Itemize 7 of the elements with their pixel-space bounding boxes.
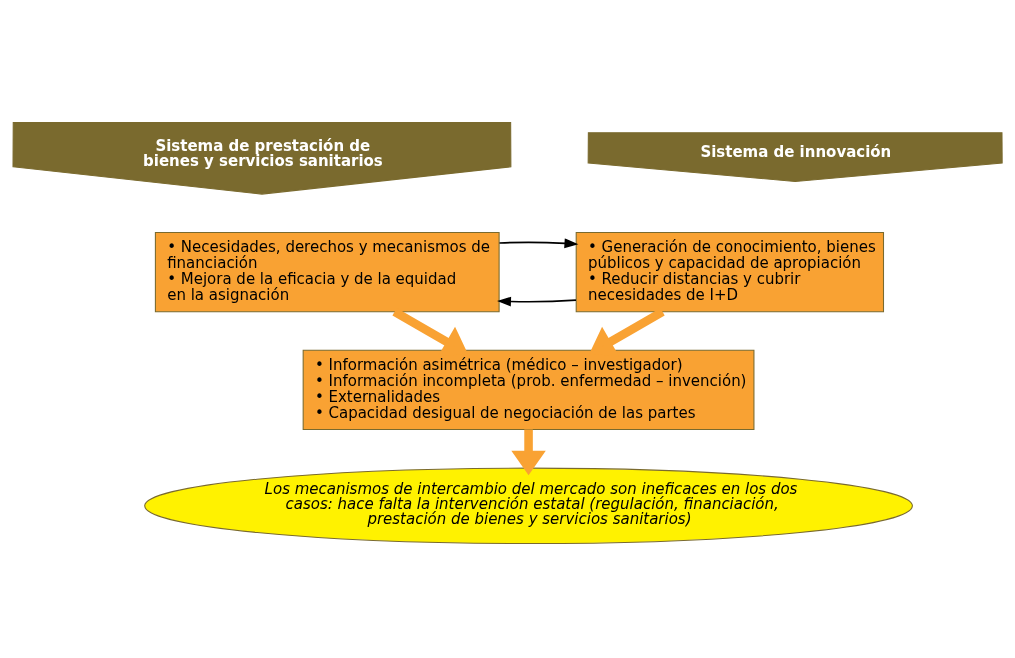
node-box: • Información asimétrica (médico – investigador) • Información incompleta (prob. enfermedad – invención) • Externalidades • Capacidad desigual de negociación de las partes bbox=[302, 349, 755, 430]
arrow bbox=[498, 237, 579, 248]
arrow bbox=[511, 428, 546, 475]
node-box: • Necesidades, derechos y mecanismos de financiación • Mejora de la eficacia y de la equidad en la asignación bbox=[154, 231, 500, 312]
node-box: • Generación de conocimiento, bienes públicos y capacidad de apropiación • Reducir distancias y cubrir necesidades de I+D bbox=[575, 231, 885, 312]
arrow bbox=[497, 296, 577, 306]
node-ellipse: Los mecanismos de intercambio del mercado son ineficaces en los dos casos: hace falta la intervención estatal (regulación, financiación, prestación de bienes y servicios sanitarios) bbox=[144, 467, 913, 544]
